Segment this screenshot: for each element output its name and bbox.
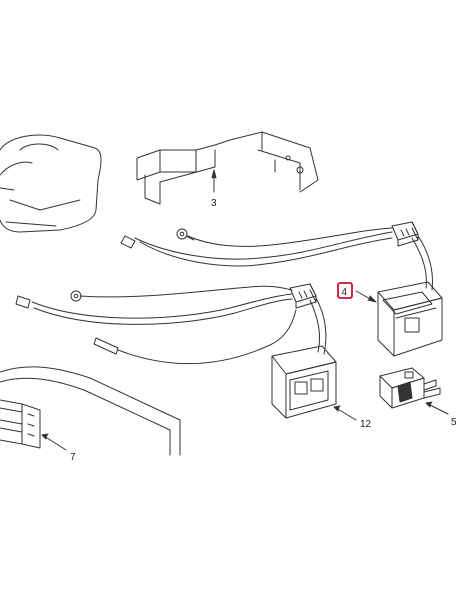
callout-4[interactable]: 4 bbox=[337, 282, 353, 299]
callout-3: 3 bbox=[211, 198, 217, 209]
callout-4-label: 4 bbox=[342, 287, 348, 298]
rocker-switch-5-part bbox=[379, 367, 441, 409]
leader-lines bbox=[41, 169, 449, 451]
bracket-part bbox=[136, 131, 319, 205]
callout-4-highlight-box bbox=[337, 282, 353, 299]
callout-5: 5 bbox=[451, 417, 457, 428]
callout-3-label: 3 bbox=[211, 198, 217, 209]
switch-4-part bbox=[377, 281, 443, 357]
callout-12-label: 12 bbox=[360, 419, 372, 430]
switch-12-part bbox=[271, 345, 337, 419]
cable-assembly-7-part bbox=[0, 366, 181, 456]
callout-12: 12 bbox=[360, 419, 372, 430]
callout-7: 7 bbox=[70, 452, 76, 463]
callout-7-label: 7 bbox=[70, 452, 76, 463]
callout-5-label: 5 bbox=[451, 417, 457, 428]
housing-part bbox=[0, 134, 102, 233]
wire-harness-upper bbox=[120, 221, 433, 291]
wire-harness-lower bbox=[15, 283, 327, 365]
